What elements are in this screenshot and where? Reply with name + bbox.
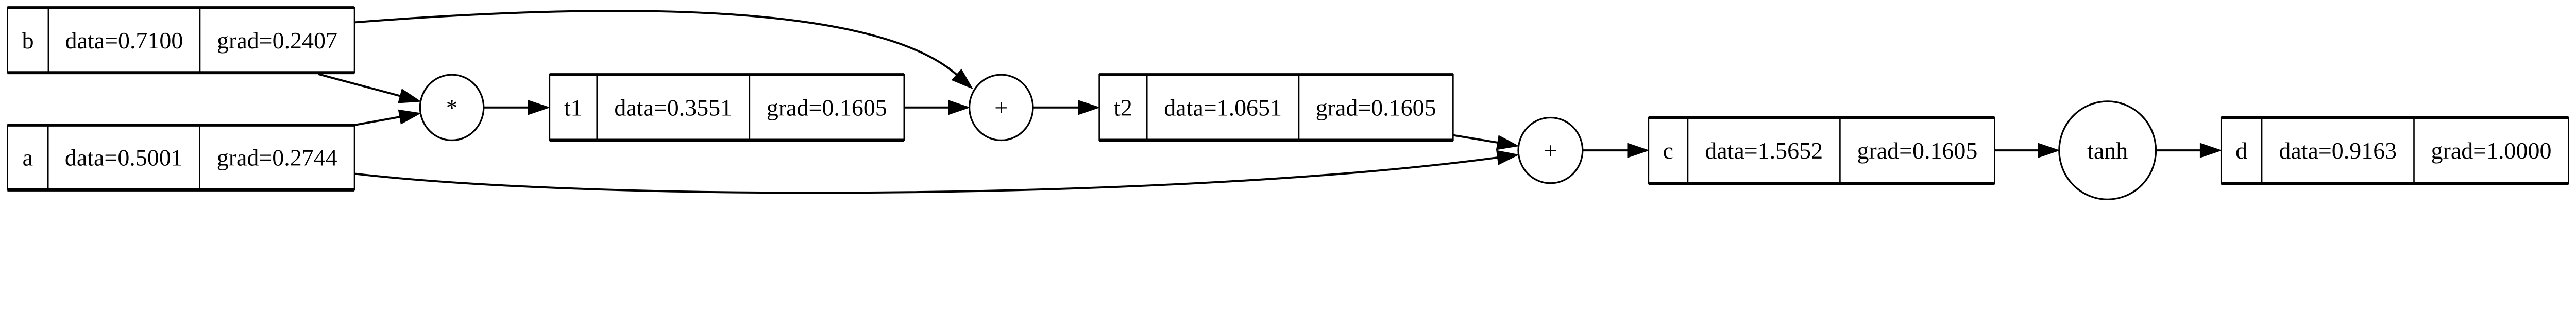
node-box xyxy=(7,124,355,191)
edge-add2-to-c xyxy=(1582,143,1650,158)
op-label: + xyxy=(994,95,1008,121)
value-node-a[interactable]: a data=0.5001 grad=0.2744 xyxy=(7,123,355,192)
arrowhead-icon xyxy=(2199,143,2223,158)
value-node-b[interactable]: b data=0.7100 grad=0.2407 xyxy=(7,6,355,75)
arrowhead-icon xyxy=(1078,100,1100,115)
op-label: tanh xyxy=(2087,137,2128,164)
node-label: b xyxy=(22,27,34,54)
node-data: data=0.9163 xyxy=(2279,137,2397,164)
node-label: d xyxy=(2235,137,2247,164)
node-box xyxy=(549,74,905,141)
edge-add1-to-t2 xyxy=(1033,100,1100,115)
nodes-layer: b data=0.7100 grad=0.2407 a data=0.5001 grad=… xyxy=(7,6,2569,200)
node-box xyxy=(1098,74,1454,141)
node-data: data=0.7100 xyxy=(65,27,183,54)
edge-mul1-to-t1 xyxy=(483,100,551,115)
edge-t2-to-add2 xyxy=(1453,134,1520,150)
node-grad: grad=0.1605 xyxy=(1857,137,1977,164)
node-data: data=0.5001 xyxy=(65,145,183,171)
arrowhead-icon xyxy=(2038,143,2060,158)
node-box xyxy=(2220,117,2569,184)
value-node-t2[interactable]: t2 data=1.0651 grad=0.1605 xyxy=(1098,73,1454,142)
op-node-add1[interactable]: + xyxy=(968,74,1034,142)
edge-line xyxy=(317,73,401,97)
op-ellipse xyxy=(2058,100,2157,200)
node-grad: grad=0.1605 xyxy=(767,95,887,121)
node-data: data=0.3551 xyxy=(614,95,732,121)
edge-line xyxy=(354,116,400,126)
op-label: + xyxy=(1544,137,1557,164)
node-grad: grad=0.1605 xyxy=(1316,95,1436,121)
arrowhead-icon xyxy=(951,68,973,90)
edge-line xyxy=(355,10,958,76)
edge-line xyxy=(354,156,1498,194)
node-grad: grad=1.0000 xyxy=(2431,137,2552,164)
arrowhead-icon xyxy=(1496,150,1520,165)
value-node-d[interactable]: d data=0.9163 grad=1.0000 xyxy=(2220,116,2569,185)
op-label: * xyxy=(446,95,458,121)
arrowhead-icon xyxy=(1496,135,1520,150)
arrowhead-icon xyxy=(528,100,551,115)
edges-layer xyxy=(317,10,2223,194)
node-data: data=1.0651 xyxy=(1164,95,1282,121)
arrowhead-icon xyxy=(398,89,422,103)
edge-b-to-add1 xyxy=(355,10,973,90)
node-grad: grad=0.2407 xyxy=(217,27,337,54)
op-node-add2[interactable]: + xyxy=(1517,116,1584,184)
computation-graph: b data=0.7100 grad=0.2407 a data=0.5001 grad=… xyxy=(7,6,2569,200)
value-node-t1[interactable]: t1 data=0.3551 grad=0.1605 xyxy=(549,73,905,142)
value-node-c[interactable]: c data=1.5652 grad=0.1605 xyxy=(1648,116,1995,185)
arrowhead-icon xyxy=(1627,143,1650,158)
op-ellipse xyxy=(419,74,485,142)
arrowhead-icon xyxy=(948,100,971,115)
node-grad: grad=0.2744 xyxy=(217,145,337,171)
edge-a-to-add2 xyxy=(354,150,1520,194)
op-node-mul1[interactable]: * xyxy=(419,74,485,142)
edge-tanh1-to-d xyxy=(2156,143,2223,158)
op-ellipse xyxy=(968,74,1034,142)
edge-t1-to-add1 xyxy=(904,100,971,115)
edge-c-to-tanh1 xyxy=(1994,143,2060,158)
node-data: data=1.5652 xyxy=(1705,137,1823,164)
edge-line xyxy=(1453,134,1498,144)
arrowhead-icon xyxy=(398,109,422,125)
node-label: t2 xyxy=(1114,95,1132,121)
edge-b-to-mul1 xyxy=(317,73,422,103)
node-label: a xyxy=(23,145,33,171)
op-node-tanh1[interactable]: tanh xyxy=(2058,100,2157,200)
op-ellipse xyxy=(1517,116,1584,184)
edge-a-to-mul1 xyxy=(354,109,422,126)
node-label: c xyxy=(1663,137,1673,164)
node-label: t1 xyxy=(564,95,583,121)
